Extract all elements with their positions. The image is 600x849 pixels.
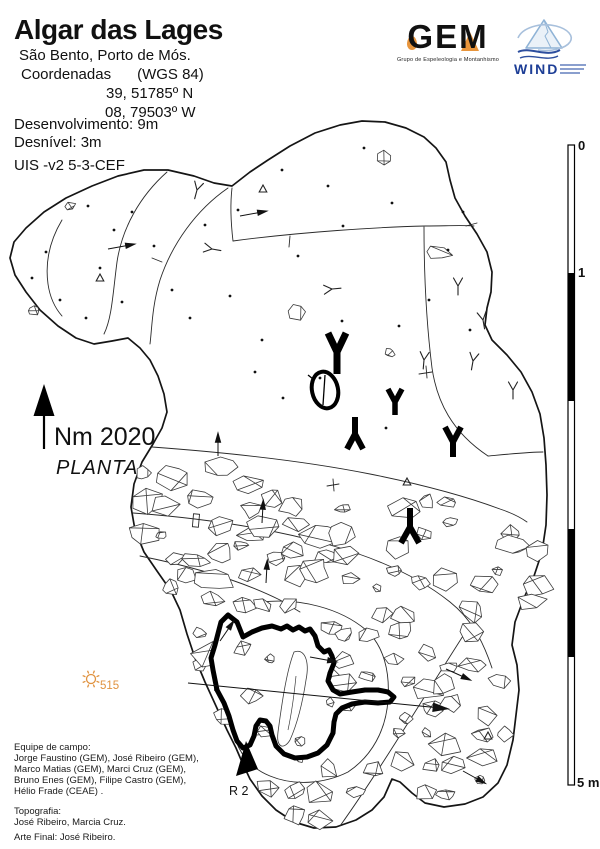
map-location: São Bento, Porto de Mós. — [19, 47, 191, 64]
scale-label-5m: 5 m — [577, 775, 600, 790]
gem-logo-accent-left — [407, 36, 417, 50]
sediment-dots — [30, 146, 472, 430]
field-team-line: Jorge Faustino (GEM), José Ribeiro (GEM)… — [14, 753, 199, 764]
field-team-line: Bruno Enes (GEM), Filipe Castro (GEM), — [14, 775, 187, 786]
pit-interior-rocks — [233, 640, 335, 747]
entrance-marker — [236, 741, 258, 776]
development-value: Desenvolvimento: 9m — [14, 116, 159, 133]
wind-logo-graphic — [517, 19, 572, 59]
plan-view-label: PLANTA — [56, 457, 139, 479]
gem-logo-subtitle: Grupo de Espeleologia e Montanhismo — [396, 57, 500, 63]
scale-label-0: 0 — [578, 138, 586, 153]
scale-bar — [567, 144, 576, 786]
datum-label: (WGS 84) — [137, 66, 204, 83]
station-id-label: 515 — [100, 680, 120, 692]
field-team-line: Hélio Frade (CEAE) . — [14, 786, 104, 797]
column-symbol — [307, 369, 341, 411]
wind-logo-fineprint-line — [560, 64, 586, 66]
gem-logo: GEM Grupo de Espeleologia e Montanhismo — [393, 18, 503, 64]
depth-value: Desnível: 3m — [14, 134, 102, 151]
entrance-label: R 2 — [229, 784, 249, 798]
topography-title: Topografia: — [14, 806, 62, 817]
flow-arrows — [107, 209, 488, 785]
ceiling-symbols — [95, 180, 519, 740]
field-team-line: Marco Matias (GEM), Marci Cruz (GEM), — [14, 764, 187, 775]
gem-logo-accent-mountain — [461, 32, 479, 51]
station-symbol — [82, 670, 100, 688]
coordinates-label: Coordenadas — [21, 66, 112, 83]
scale-label-1: 1 — [578, 265, 586, 280]
coordinates-row: Coordenadas (WGS 84) — [21, 66, 204, 83]
wind-logo-fineprint-line — [560, 72, 580, 74]
wind-logo-fineprint-line — [560, 68, 584, 70]
north-arrow — [33, 384, 55, 449]
gem-logo-word: GEM — [407, 18, 489, 55]
map-title: Algar das Lages — [14, 14, 223, 45]
longitude-value: 08, 79503º W — [105, 104, 196, 121]
field-team-title: Equipe de campo: — [14, 742, 91, 753]
final-art-line: Arte Final: José Ribeiro. — [14, 832, 116, 843]
root-symbols — [324, 331, 464, 545]
latitude-value: 39, 51785º N — [106, 85, 194, 102]
wind-logo-word: WIND — [514, 61, 560, 77]
uis-grade-label: UIS -v2 5-3-CEF — [14, 157, 125, 174]
topography-line: José Ribeiro, Marcia Cruz. — [14, 817, 126, 828]
north-label: Nm 2020 — [54, 423, 156, 451]
